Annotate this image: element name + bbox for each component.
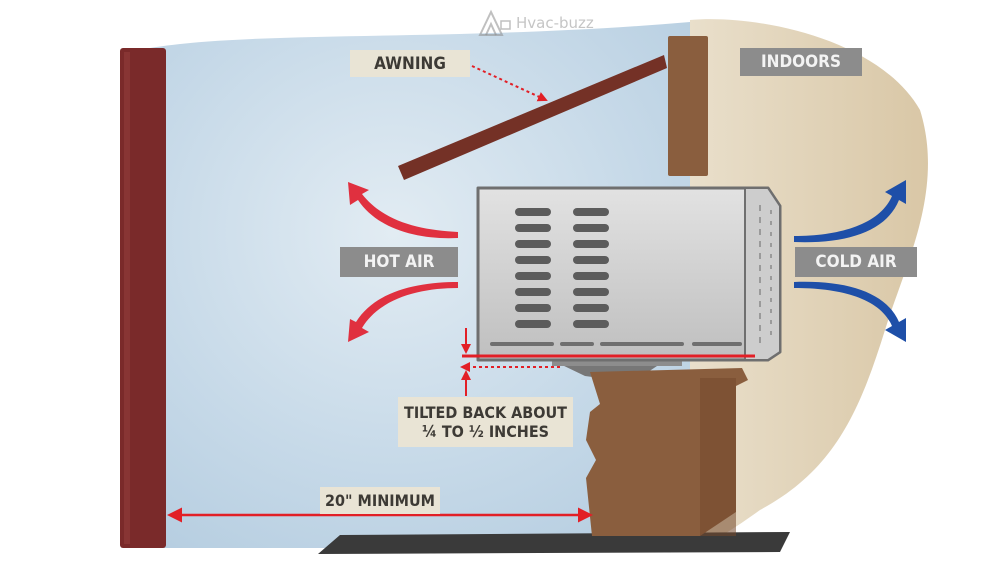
brand-name: Hvac-buzz bbox=[516, 14, 594, 32]
awning-label: AWNING bbox=[350, 50, 470, 77]
brand-watermark: Hvac-buzz bbox=[478, 8, 594, 38]
wall-shadow bbox=[700, 378, 736, 536]
tilt-label: TILTED BACK ABOUT ¼ TO ½ INCHES bbox=[398, 397, 573, 447]
house-logo-icon bbox=[478, 9, 512, 37]
hot-air-label: HOT AIR bbox=[340, 247, 458, 277]
indoors-label: INDOORS bbox=[740, 48, 862, 76]
house-wall-upper bbox=[668, 36, 708, 176]
cold-air-label: COLD AIR bbox=[795, 247, 917, 277]
minimum-distance-label: 20" MINIMUM bbox=[320, 487, 440, 514]
tilt-label-line1: TILTED BACK ABOUT bbox=[404, 403, 567, 422]
ac-unit bbox=[478, 188, 780, 360]
tilt-label-line2: ¼ TO ½ INCHES bbox=[422, 422, 549, 441]
fence-post-highlight bbox=[124, 52, 130, 544]
